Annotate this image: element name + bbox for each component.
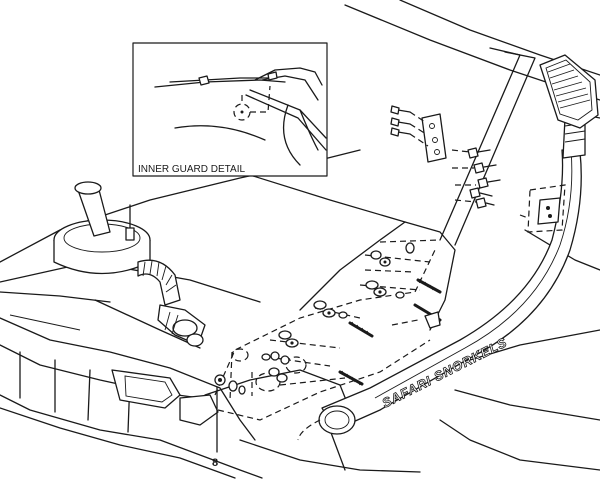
- air-box-assembly: [53, 181, 206, 347]
- pillar-bracket: [390, 105, 501, 209]
- inner-guard-detail-inset: INNER GUARD DETAIL: [132, 42, 328, 177]
- snorkel-body: [297, 54, 599, 441]
- callout-number: 8: [212, 457, 218, 469]
- fastener-set: [214, 242, 442, 395]
- callout-8: 8: [212, 386, 218, 469]
- inset-caption: INNER GUARD DETAIL: [138, 164, 245, 175]
